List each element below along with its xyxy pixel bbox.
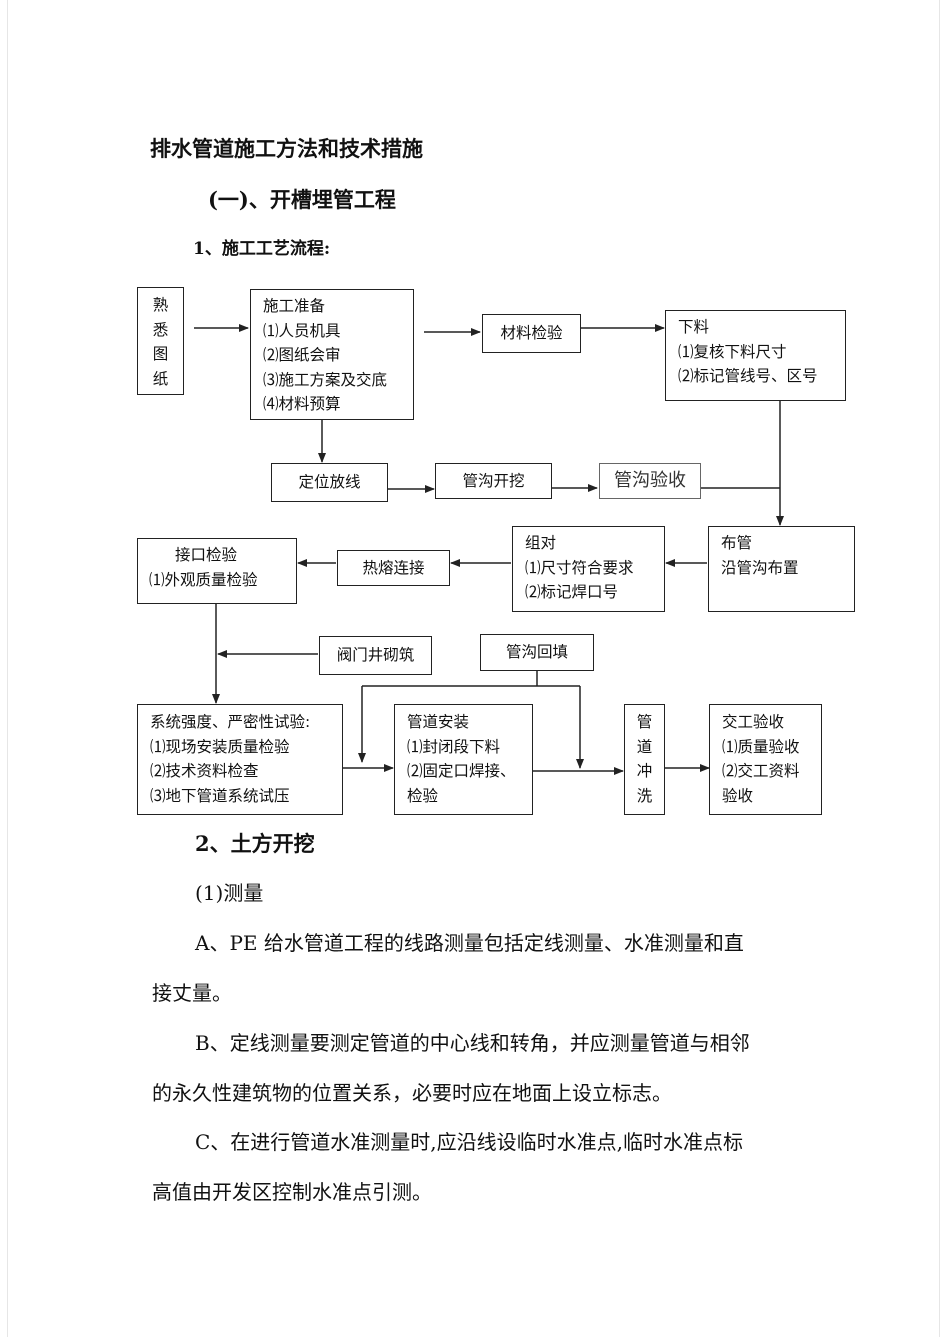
box-text: 管沟回填 (505, 643, 568, 662)
box-text: 悉 (152, 320, 169, 339)
box-backfill: 管沟回填 (480, 634, 594, 671)
box-text: 材料检验 (500, 324, 563, 343)
box-text: ⑵标记管线号、区号 (678, 367, 818, 385)
box-text: 管沟开挖 (462, 471, 525, 490)
box-pairing: 组对 ⑴尺寸符合要求 ⑵标记焊口号 (512, 526, 665, 612)
box-text: 布管 (721, 534, 753, 552)
box-text: 道 (636, 737, 653, 756)
box-text: ⑴复核下料尺寸 (678, 342, 787, 361)
box-text: 沿管沟布置 (721, 558, 799, 577)
box-valve-well: 阀门井砌筑 (319, 636, 432, 675)
box-text: 管沟验收 (614, 469, 686, 491)
box-text: ⑵图纸会审 (263, 346, 341, 364)
box-system-test: 系统强度、严密性试验: ⑴现场安装质量检验 ⑵技术资料检查 ⑶地下管道系统试压 (137, 704, 343, 815)
document-title: 排水管道施工方法和技术措施 (150, 136, 423, 161)
box-text: 验收 (722, 786, 754, 805)
box-text: ⑶施工方案及交底 (263, 370, 388, 389)
box-positioning: 定位放线 (271, 463, 388, 502)
box-text: 图 (152, 345, 169, 363)
box-fusion: 热熔连接 (337, 550, 450, 586)
box-text: 施工准备 (263, 297, 326, 315)
box-text: 熟 (152, 296, 169, 314)
box-text: ⑵交工资料 (722, 762, 800, 780)
box-text: 下料 (678, 318, 710, 336)
box-text: ⑴外观质量检验 (149, 570, 258, 589)
box-text: 交工验收 (722, 713, 785, 731)
box-text: 系统强度、严密性试验: (150, 713, 311, 731)
box-text: ⑴封闭段下料 (407, 737, 501, 756)
box-cutting: 下料 ⑴复核下料尺寸 ⑵标记管线号、区号 (665, 310, 846, 401)
box-text: 热熔连接 (362, 558, 425, 577)
paragraph-a-line2: 接丈量。 (152, 981, 232, 1005)
box-text: 管道安装 (407, 713, 470, 731)
paragraph-c-line1: C、在进行管道水准测量时,应沿线设临时水准点,临时水准点标 (195, 1130, 744, 1154)
box-text: 接口检验 (175, 546, 238, 564)
section-heading-excavation: 2、土方开挖 (195, 831, 315, 856)
box-text: ⑶地下管道系统试压 (150, 786, 290, 805)
box-text: 组对 (525, 534, 557, 552)
box-material-check: 材料检验 (482, 314, 581, 353)
box-trench-accept: 管沟验收 (599, 463, 701, 499)
box-handover: 交工验收 ⑴质量验收 ⑵交工资料 验收 (709, 704, 822, 815)
box-text: ⑴人员机具 (263, 321, 341, 340)
box-text: ⑵技术资料检查 (150, 762, 259, 780)
paragraph-b-line2: 的永久性建筑物的位置关系，必要时应在地面上设立标志。 (152, 1081, 672, 1105)
box-text: ⑵固定口焊接、 (407, 762, 516, 780)
box-text: ⑴尺寸符合要求 (525, 558, 634, 577)
box-text: 管 (636, 713, 653, 731)
paragraph-b-line1: B、定线测量要测定管道的中心线和转角，并应测量管道与相邻 (195, 1031, 750, 1055)
paragraph-a-line1: A、PE 给水管道工程的线路测量包括定线测量、水准测量和直 (195, 931, 744, 955)
box-text: ⑵标记焊口号 (525, 583, 619, 601)
box-familiar-drawings: 熟 悉 图 纸 (137, 287, 184, 395)
box-text: ⑴现场安装质量检验 (150, 737, 290, 756)
box-text: 冲 (636, 762, 653, 780)
box-text: 纸 (152, 369, 169, 388)
box-text: ⑴质量验收 (722, 737, 800, 756)
box-trench-dig: 管沟开挖 (435, 463, 552, 499)
measure-heading: (1)测量 (195, 881, 264, 905)
paragraph-c-line2: 高值由开发区控制水准点引测。 (152, 1180, 432, 1204)
subheading-process-flow: 1、施工工艺流程: (193, 239, 331, 259)
box-text: 洗 (636, 786, 653, 805)
box-text: 阀门井砌筑 (336, 646, 415, 665)
box-text: ⑷材料预算 (263, 395, 341, 413)
box-pipe-layout: 布管 沿管沟布置 (708, 526, 855, 612)
section-heading-trench: (一)、开槽埋管工程 (208, 187, 396, 212)
box-construction-prep: 施工准备 ⑴人员机具 ⑵图纸会审 ⑶施工方案及交底 ⑷材料预算 (250, 289, 414, 420)
box-text: 定位放线 (298, 473, 361, 492)
box-pipe-flush: 管 道 冲 洗 (624, 704, 665, 815)
box-pipe-install: 管道安装 ⑴封闭段下料 ⑵固定口焊接、 检验 (394, 704, 533, 815)
box-text: 检验 (407, 786, 439, 805)
box-joint-check: 接口检验 ⑴外观质量检验 (137, 538, 297, 604)
document-page (7, 0, 940, 1337)
